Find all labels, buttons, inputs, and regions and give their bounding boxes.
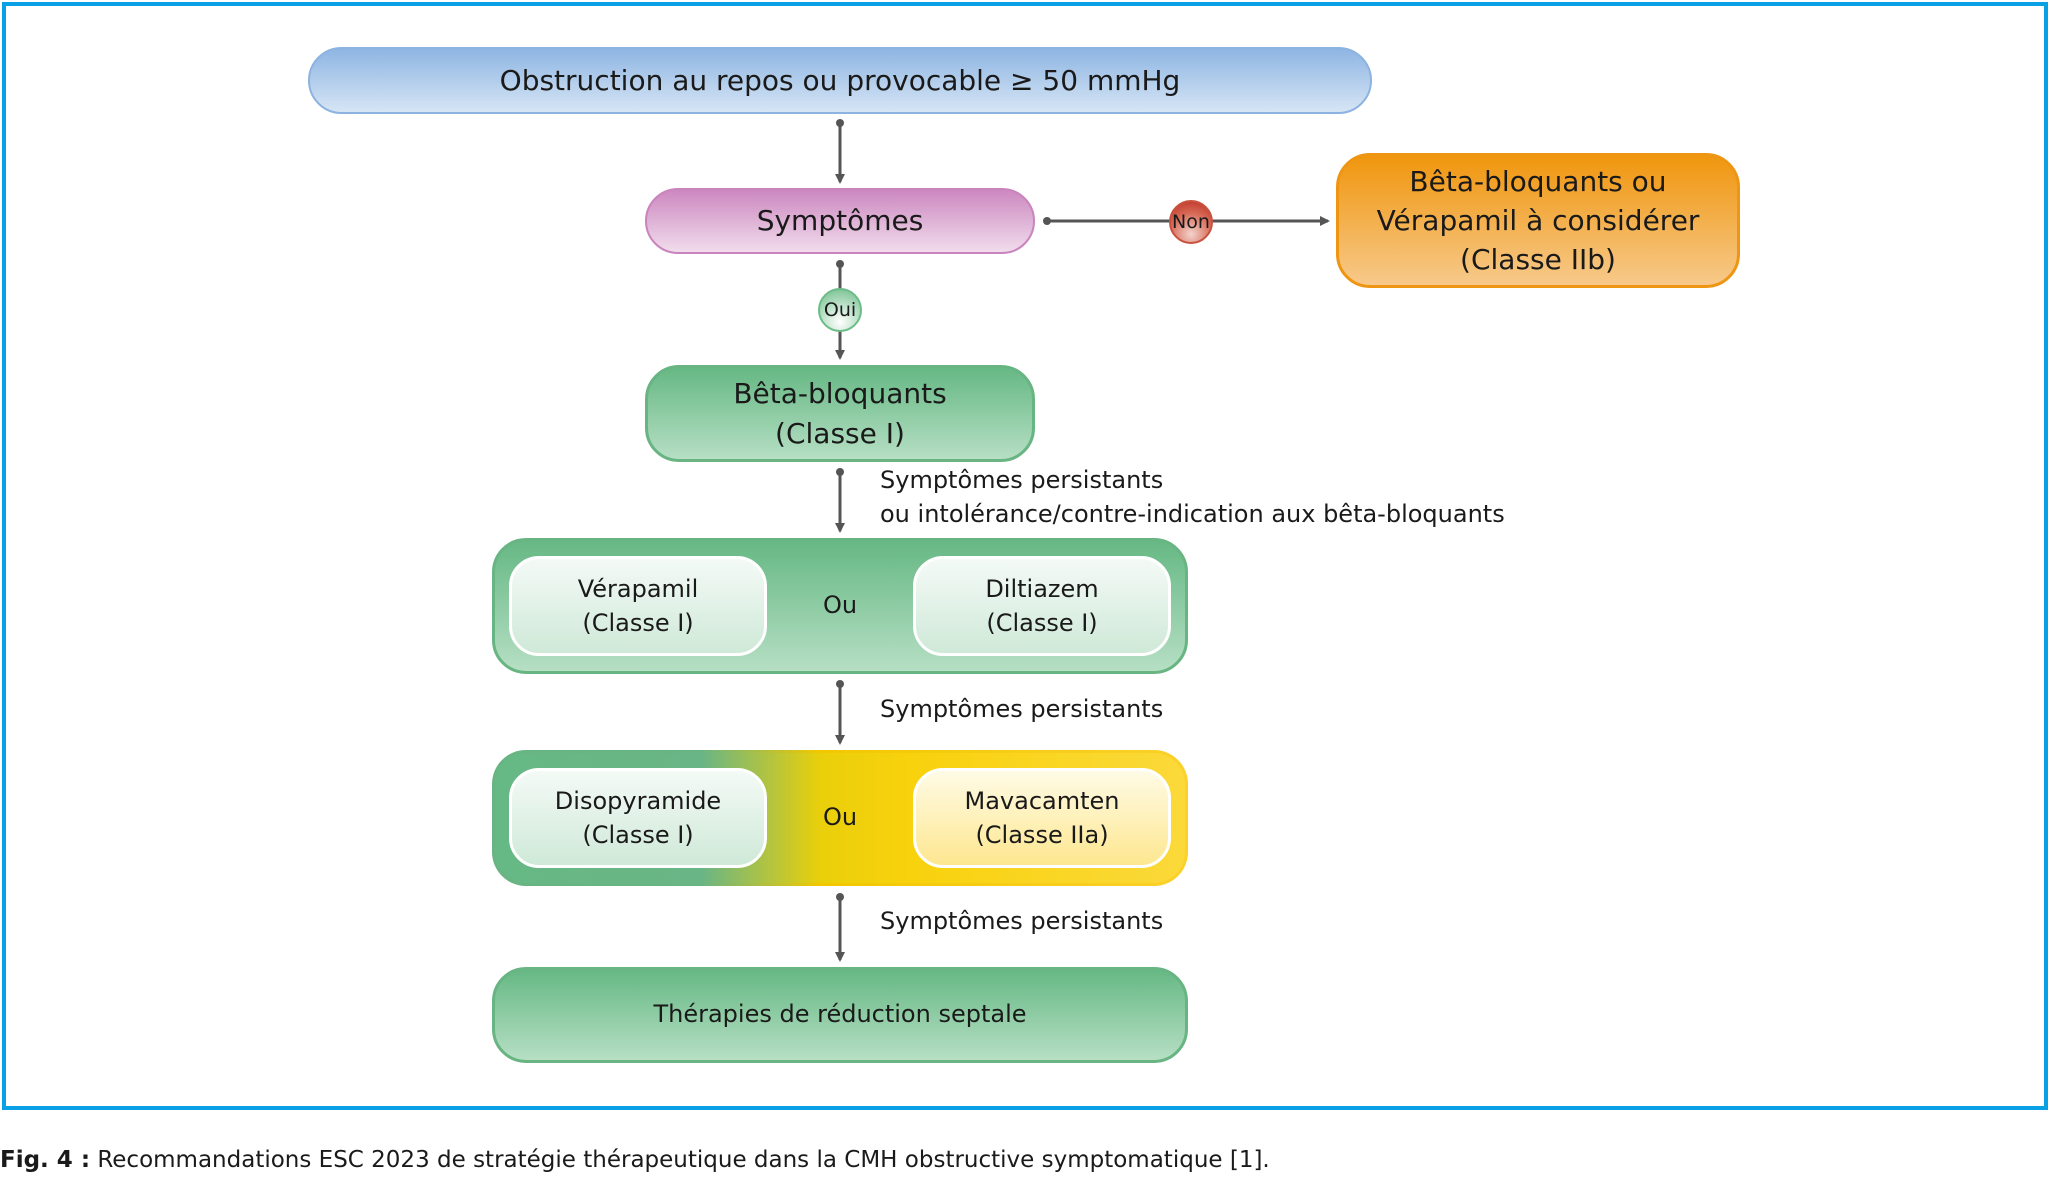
beta-line1: Bêta-bloquants (733, 377, 947, 411)
verapamil-line1: Vérapamil (577, 574, 699, 603)
no-badge: Non (1169, 200, 1213, 244)
verapamil-node: Vérapamil (Classe I) (509, 556, 767, 656)
disopyramide-line2: (Classe I) (582, 821, 694, 849)
edge-label-persistent-2: Symptômes persistants (880, 695, 1164, 723)
septal-reduction-node: Thérapies de réduction septale (492, 967, 1188, 1063)
no-branch-line2: Vérapamil à considérer (1376, 203, 1700, 237)
disopyramide-mavacamten-group: Disopyramide (Classe I) Ou Mavacamten (C… (492, 750, 1188, 886)
edge-label-persistent-or-intolerance: Symptômes persistants ou intolérance/con… (880, 463, 1505, 531)
caption-label: Fig. 4 : (0, 1147, 91, 1173)
figure-caption: Fig. 4 : Recommandations ESC 2023 de str… (0, 1147, 1270, 1173)
or-label-2: Ou (822, 803, 858, 832)
no-branch-line3: (Classe IIb) (1460, 243, 1616, 277)
mavacamten-node: Mavacamten (Classe IIa) (913, 768, 1171, 868)
mavacamten-line2: (Classe IIa) (975, 821, 1109, 849)
beta-line2: (Classe I) (775, 416, 905, 450)
disopyramide-node: Disopyramide (Classe I) (509, 768, 767, 868)
yes-badge-label: Oui (823, 299, 857, 321)
calcium-blockers-group: Vérapamil (Classe I) Ou Diltiazem (Class… (492, 538, 1188, 674)
diltiazem-line1: Diltiazem (985, 574, 1099, 603)
diltiazem-line2: (Classe I) (986, 609, 1098, 637)
or-label-1: Ou (822, 591, 858, 620)
edge1-line1: Symptômes persistants (880, 466, 1164, 494)
edge1-line2: ou intolérance/contre-indication aux bêt… (880, 500, 1505, 528)
caption-text: Recommandations ESC 2023 de stratégie th… (90, 1147, 1270, 1173)
no-branch-line1: Bêta-bloquants ou (1409, 164, 1667, 198)
disopyramide-line1: Disopyramide (554, 786, 722, 815)
diltiazem-node: Diltiazem (Classe I) (913, 556, 1171, 656)
edge-label-persistent-3: Symptômes persistants (880, 907, 1164, 935)
start-node: Obstruction au repos ou provocable ≥ 50 … (308, 47, 1372, 114)
mavacamten-line1: Mavacamten (964, 786, 1120, 815)
beta-blockers-node: Bêta-bloquants (Classe I) (645, 365, 1035, 462)
symptoms-node: Symptômes (645, 188, 1035, 254)
start-node-label: Obstruction au repos ou provocable ≥ 50 … (499, 63, 1181, 97)
yes-badge: Oui (818, 288, 862, 332)
no-branch-node: Bêta-bloquants ou Vérapamil à considérer… (1336, 153, 1740, 288)
no-badge-label: Non (1172, 211, 1210, 233)
verapamil-line2: (Classe I) (582, 609, 694, 637)
symptoms-node-label: Symptômes (756, 204, 924, 238)
septal-reduction-label: Thérapies de réduction septale (653, 1000, 1027, 1029)
